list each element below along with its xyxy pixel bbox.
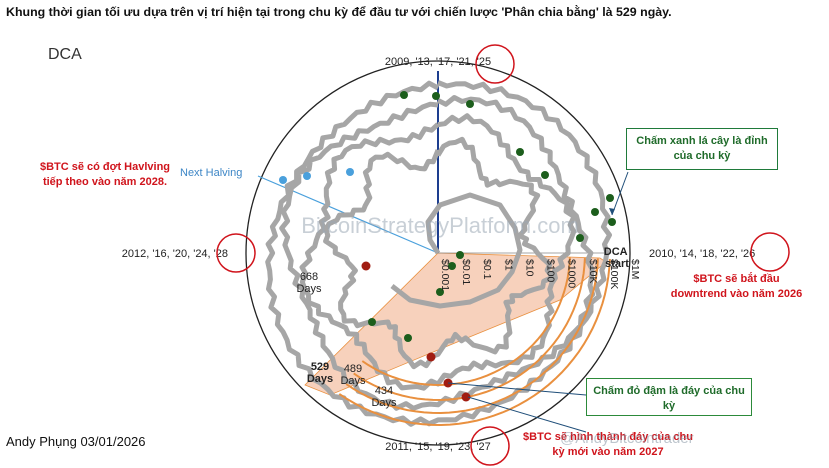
peak-dot: [368, 318, 376, 326]
radial-tick-label: $10K: [587, 259, 599, 284]
cycle-path: [323, 136, 555, 370]
radial-tick-label: $10: [523, 259, 535, 277]
dca-arc: [361, 257, 571, 387]
cycle-path: [265, 80, 612, 427]
dca-arcs: [338, 257, 611, 427]
dca-start-label: DCA start: [604, 246, 631, 270]
halving-dot: [303, 172, 311, 180]
peak-dot: [541, 171, 549, 179]
radial-tick-label: $0.1: [481, 259, 493, 280]
annotation-downtrend: $BTC sẽ bắt đầu downtrend vào năm 2026: [670, 273, 803, 300]
angle-label-left: 2012, '16, '20, '24, '28: [122, 248, 228, 260]
day-label-value: 489: [344, 363, 362, 375]
radial-tick-label: $0.001: [439, 259, 451, 291]
dca-arc: [353, 258, 586, 402]
radial-tick-label: $0.01: [460, 259, 472, 285]
angle-label-bottom: 2011, '15, '19, '23, '27: [385, 441, 490, 453]
radial-tick-label: $1: [502, 259, 514, 271]
highlight-circle-left: [216, 233, 256, 273]
annotation-peak-box: Chấm xanh lá cây là đỉnh của chu kỳ: [626, 128, 778, 170]
chart-title: Khung thời gian tối ưu dựa trên vị trí h…: [6, 5, 672, 19]
highlight-circle-top: [475, 44, 515, 84]
peak-dot: [608, 218, 616, 226]
annotation-halving: $BTC sẽ có đợt Havlving tiếp theo vào nă…: [39, 161, 171, 188]
watermark: BitcoinStrategyPlatform.com: [301, 213, 579, 238]
angle-label-right: 2010, '14, '18, '22, '26: [649, 248, 755, 260]
angle-label-top: 2009, '13, '17, '21, '25: [385, 56, 491, 68]
peak-dot: [576, 234, 584, 242]
peak-dot: [591, 208, 599, 216]
annotation-bottom-box: Chấm đỏ đậm là đáy của chu kỳ: [586, 378, 752, 416]
day-label-unit: Days: [371, 397, 397, 409]
watermark-bottom: @AndyBitcointrader: [560, 430, 694, 447]
radial-tick-label: $100K: [608, 259, 620, 289]
connector-red: [447, 382, 587, 396]
dca-arc: [338, 258, 611, 427]
radial-tick-label: $1M: [629, 259, 641, 279]
peak-dot: [466, 100, 474, 108]
radial-axis-ticks: $0.001 $0.01 $0.1 $1 $10 $100 $1000 $10K $100K $1…: [439, 259, 641, 291]
next-halving-label: Next Halving: [180, 167, 242, 179]
strategy-label: DCA: [48, 46, 82, 63]
peak-dot: [436, 288, 444, 296]
peak-dot: [404, 334, 412, 342]
highlight-circle-right: [750, 232, 790, 272]
cycle-path: [279, 95, 596, 411]
bottom-dot: [361, 261, 371, 271]
cycle-path-early: [390, 192, 523, 309]
highlight-circle-bottom: [470, 426, 510, 466]
connector-green-arrow: [609, 208, 615, 215]
day-label-unit: Days: [340, 375, 366, 387]
connector-bottom: [467, 396, 587, 433]
radial-tick-label: $100: [545, 259, 557, 283]
halving-dot: [346, 168, 354, 176]
peak-dot: [456, 251, 464, 259]
annotation-bottom: $BTC sẽ hình thành đáy của chu kỳ mới và…: [523, 431, 693, 458]
day-label-unit: Days: [307, 373, 333, 385]
peak-dot: [448, 262, 456, 270]
peak-dot: [606, 194, 614, 202]
connector-green: [611, 171, 629, 216]
peak-dot: [400, 91, 408, 99]
peak-dot: [432, 92, 440, 100]
day-label-value: 434: [375, 385, 393, 397]
halving-dot: [279, 176, 287, 184]
bottom-dot: [426, 352, 436, 362]
dca-arc: [345, 258, 599, 415]
day-label-value: 668: [300, 271, 318, 283]
bottom-dot: [461, 392, 471, 402]
peak-dot: [516, 148, 524, 156]
day-label-value: 529: [311, 361, 329, 373]
author-date: Andy Phụng 03/01/2026: [6, 434, 146, 449]
cycle-dots: [279, 91, 616, 402]
radial-tick-label: $1000: [566, 259, 578, 288]
day-label-unit: Days: [296, 283, 322, 295]
